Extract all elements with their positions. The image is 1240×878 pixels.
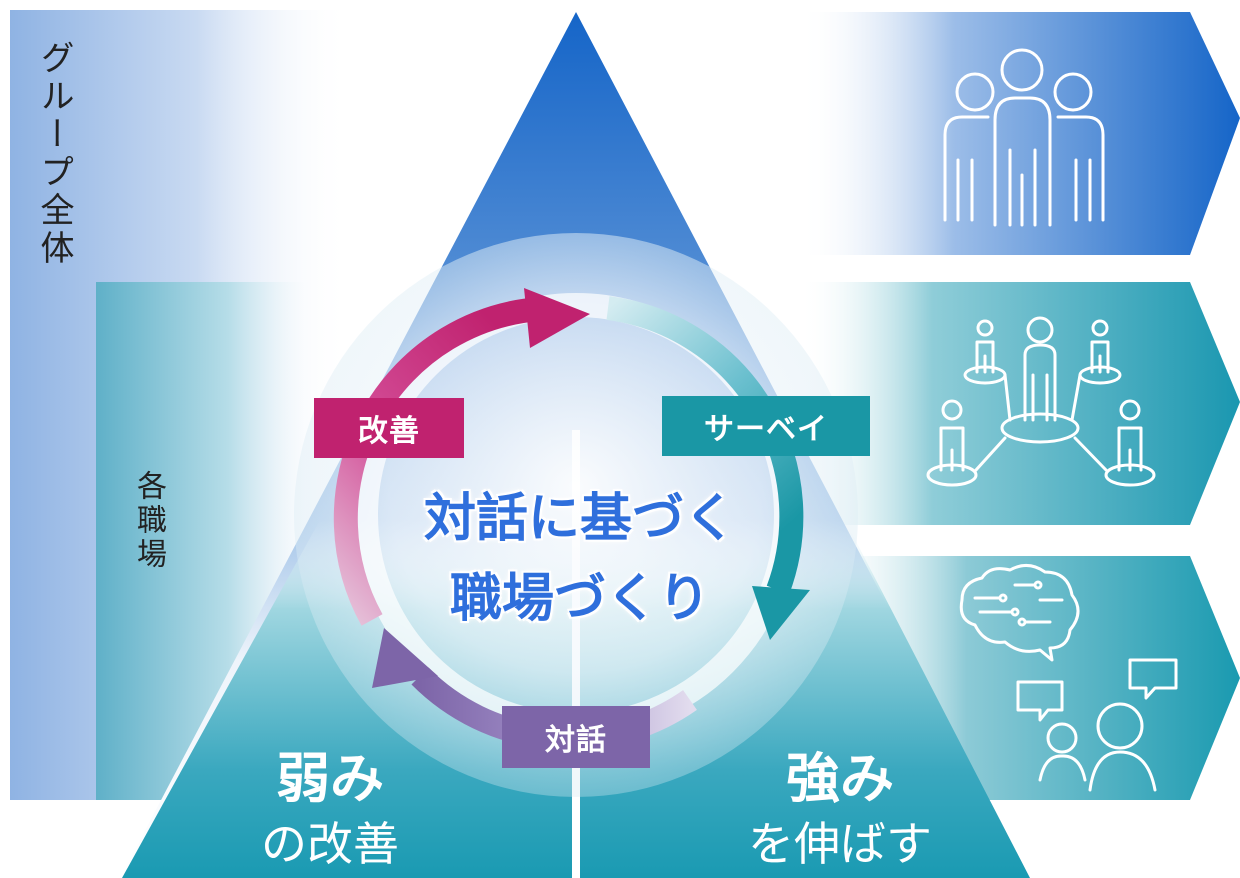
center-title-line2: 職場づくり xyxy=(449,569,710,629)
strength-label: 強み xyxy=(786,747,894,810)
brain-circuit-icon xyxy=(959,564,1080,662)
group-of-people-icon xyxy=(943,48,1105,227)
people-conversation-icon xyxy=(1016,658,1178,792)
strength-sublabel: を伸ばす xyxy=(748,817,932,871)
dialogue-tag: 対話 xyxy=(502,706,650,768)
group-wide-label: グループ全体 xyxy=(34,40,74,268)
dialogue-arrowhead xyxy=(372,628,438,688)
survey-arrowhead xyxy=(752,586,810,640)
improve-arrowhead xyxy=(524,288,590,348)
network-of-people-icon xyxy=(926,316,1156,487)
survey-tag: サーベイ xyxy=(662,396,870,456)
weakness-label: 弱み xyxy=(276,747,384,810)
center-title-line1: 対話に基づく xyxy=(423,489,736,549)
weakness-sublabel: の改善 xyxy=(261,817,399,871)
improve-tag: 改善 xyxy=(314,398,464,458)
banner-top xyxy=(800,12,1240,255)
each-workplace-label: 各職場 xyxy=(131,470,166,572)
